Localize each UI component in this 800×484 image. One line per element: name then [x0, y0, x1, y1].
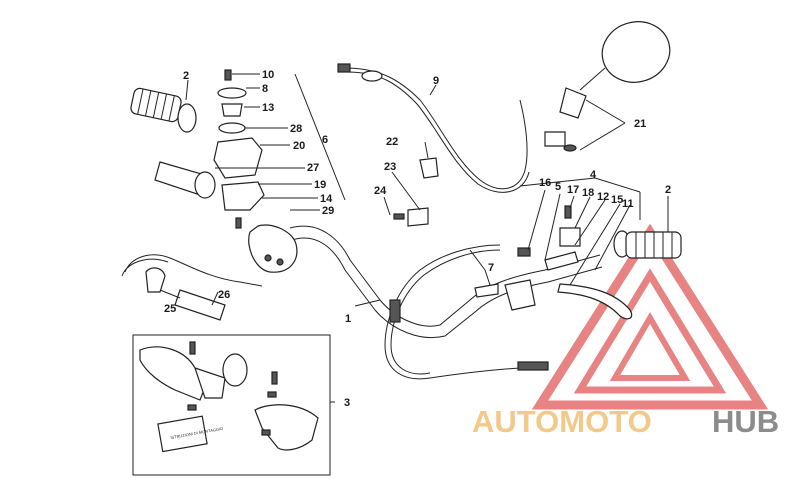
- label-26: 26: [218, 289, 230, 301]
- mirror-arm: [559, 87, 587, 119]
- switch-button: [419, 157, 439, 179]
- clutch-cable: [384, 244, 549, 380]
- bracket-parts: [393, 157, 439, 227]
- cable-strap: [174, 289, 226, 321]
- label-6: 6: [322, 134, 328, 146]
- label-13: 13: [262, 102, 274, 114]
- throttle-cable: [337, 63, 530, 193]
- nut: [517, 247, 531, 257]
- label-27: 27: [307, 162, 319, 174]
- switch-lower-housing: [221, 181, 265, 211]
- cover-plate: [217, 87, 247, 99]
- bracket: [407, 207, 429, 227]
- label-14: 14: [320, 193, 333, 205]
- lever: [557, 283, 633, 320]
- label-2-left: 2: [183, 70, 189, 82]
- switch-upper-housing: [213, 137, 263, 179]
- label-21: 21: [634, 118, 646, 130]
- washer: [187, 404, 197, 411]
- label-24: 24: [374, 185, 387, 197]
- cable-terminal: [517, 361, 549, 371]
- washer: [261, 429, 271, 436]
- label-15: 15: [611, 194, 623, 206]
- lever-bracket: [504, 279, 536, 311]
- left-grip: [130, 87, 197, 133]
- label-28: 28: [290, 123, 302, 135]
- label-16: 16: [539, 177, 551, 189]
- cable-clip: [145, 267, 166, 293]
- bolt: [189, 341, 196, 355]
- screw: [235, 217, 242, 229]
- watermark-text: AUTOMOTO HUB: [472, 404, 779, 439]
- label-20: 20: [293, 140, 305, 152]
- leader-lines: [159, 73, 669, 403]
- label-19: 19: [314, 179, 326, 191]
- label-12: 12: [597, 191, 609, 203]
- cable-adjuster: [389, 299, 401, 323]
- label-3: 3: [344, 397, 350, 409]
- screw: [564, 205, 572, 219]
- watermark-text-hub: HUB: [712, 404, 779, 439]
- screw: [224, 69, 232, 81]
- handguard-mount: [194, 367, 226, 399]
- label-17: 17: [567, 184, 579, 196]
- mount-clamp: [222, 353, 248, 387]
- label-1: 1: [345, 313, 351, 325]
- right-handguard: [254, 404, 319, 451]
- lever-assembly: [474, 205, 633, 320]
- mirror: [544, 21, 671, 152]
- switch-housing-assembly: [213, 69, 298, 273]
- wiring-harness: [121, 254, 263, 321]
- cable-end-fitting: [337, 63, 351, 73]
- mirror-mount: [544, 131, 566, 147]
- handguard-kit: ISTRUZIONI DI MONTAGGIO: [132, 334, 331, 476]
- kit-frame: [132, 334, 331, 476]
- label-5: 5: [555, 181, 561, 193]
- label-4: 4: [590, 169, 597, 181]
- label-25: 25: [164, 303, 176, 315]
- microswitch: [559, 227, 581, 247]
- nut: [221, 103, 243, 117]
- bolt: [271, 371, 278, 385]
- throttle-tube: [154, 161, 216, 199]
- adjuster: [474, 283, 499, 298]
- label-22: 22: [386, 136, 398, 148]
- label-23: 23: [384, 161, 396, 173]
- label-10: 10: [262, 69, 274, 81]
- watermark-text-auto: AUTOMOTO: [472, 404, 652, 439]
- label-2-right: 2: [665, 184, 671, 196]
- grip-housing: [248, 224, 298, 273]
- right-grip: [613, 230, 682, 259]
- label-18: 18: [582, 187, 594, 199]
- screw: [393, 213, 405, 220]
- label-11: 11: [622, 198, 634, 210]
- handlebar: [289, 225, 603, 339]
- label-29: 29: [322, 205, 334, 217]
- label-8: 8: [262, 83, 268, 95]
- washer: [267, 391, 277, 398]
- switch-bracket: [544, 251, 579, 271]
- instruction-booklet: [157, 415, 208, 453]
- seal: [218, 122, 246, 134]
- label-7: 7: [488, 262, 494, 274]
- part-number-labels: 2 10 8 13 28 6 20 27 19 14 29 9 22 23 24…: [164, 69, 671, 409]
- label-9: 9: [433, 75, 439, 87]
